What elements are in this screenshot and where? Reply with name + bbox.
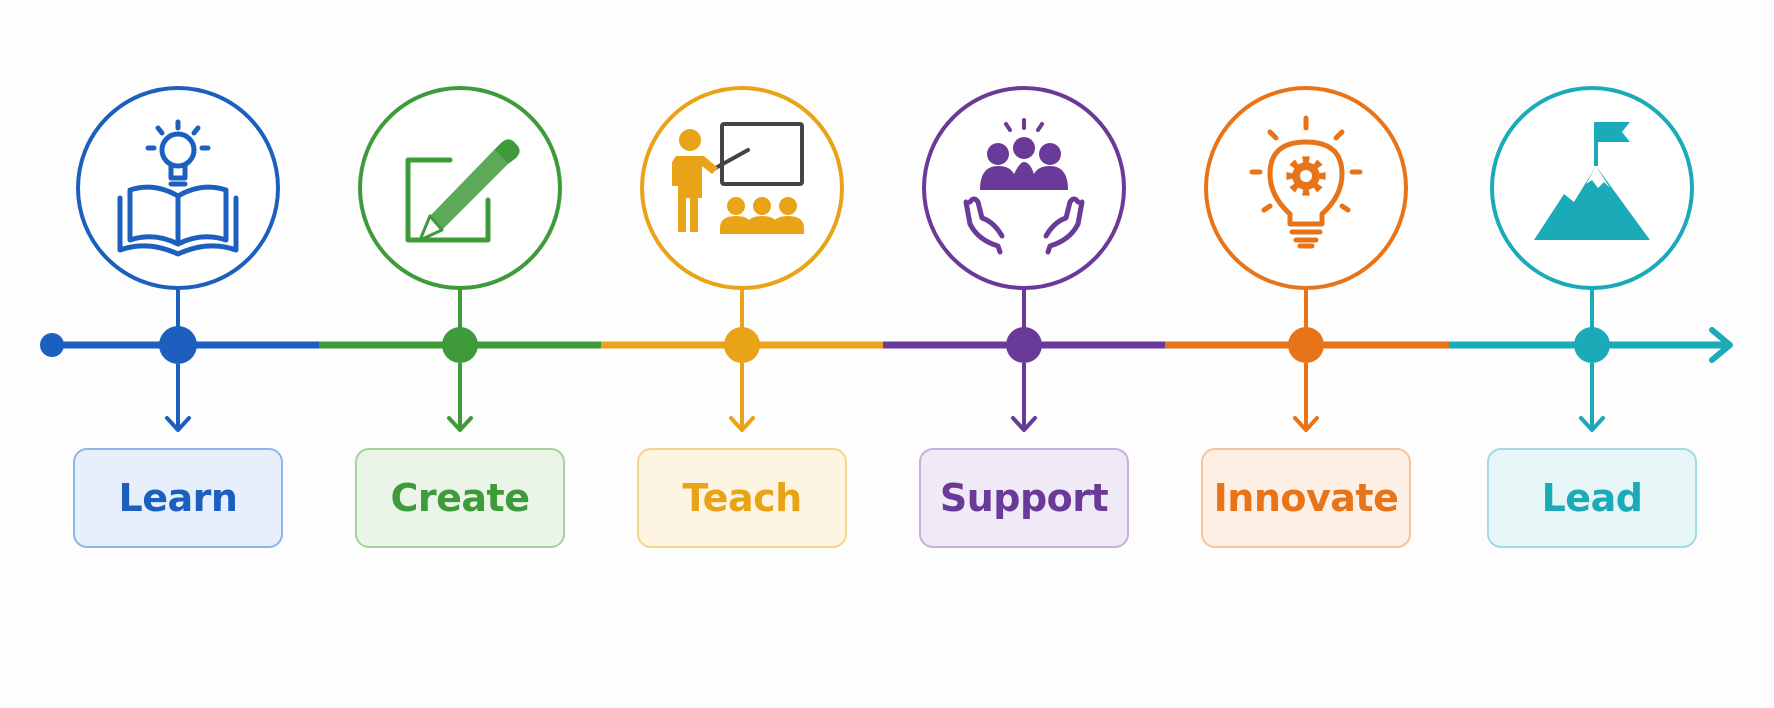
stage-create [358, 86, 562, 432]
teacher-class-icon [672, 122, 804, 234]
right-hand [1043, 196, 1085, 255]
teacher-head [679, 129, 701, 151]
arrow-head-learn [165, 416, 191, 432]
bulb-screw [1289, 229, 1323, 249]
timeline-node-learn [159, 326, 197, 364]
left-hand [963, 196, 1005, 255]
stage-label-create: Create [355, 448, 565, 548]
stage-circle-learn [76, 86, 280, 290]
flag [1596, 122, 1630, 142]
stage-teach [640, 86, 844, 432]
arrow-head-lead [1579, 416, 1605, 432]
gear-hole [1300, 170, 1312, 182]
student-head-2 [753, 197, 771, 215]
people-bodies [980, 162, 1068, 190]
stage-lead [1490, 86, 1694, 432]
arrow-head-create [447, 416, 473, 432]
whiteboard [720, 122, 804, 186]
student-head-3 [779, 197, 797, 215]
stage-learn [76, 86, 280, 432]
student-body-3 [772, 216, 804, 234]
timeline-node-teach [724, 327, 760, 363]
student-head-1 [727, 197, 745, 215]
arrow-head-innovate [1293, 416, 1319, 432]
pencil-edit-icon [405, 139, 520, 243]
bulb-base [168, 163, 188, 187]
person-head-2 [1013, 137, 1035, 159]
timeline-axis [40, 327, 1733, 363]
mountain-flag-icon [1534, 122, 1650, 240]
stage-support [922, 86, 1126, 432]
bulb-rays [1249, 115, 1363, 213]
person-head-1 [987, 143, 1009, 165]
stages-layer [76, 86, 1694, 432]
stage-circle-teach [640, 86, 844, 290]
stage-label-teach: Teach [637, 448, 847, 548]
bulb-outline [1267, 139, 1345, 227]
timeline-node-innovate [1288, 327, 1324, 363]
bulb-rays [145, 119, 211, 151]
person-head-3 [1039, 143, 1061, 165]
timeline-node-create [442, 327, 478, 363]
stage-innovate [1204, 86, 1408, 432]
book-pages [127, 184, 229, 247]
pencil-tip [418, 214, 444, 242]
timeline-node-lead [1574, 327, 1610, 363]
arrow-head-teach [729, 416, 755, 432]
lightbulb-gear-icon [1249, 115, 1363, 249]
book-lightbulb-icon [117, 119, 239, 257]
book-cover [117, 195, 239, 257]
student-body-1 [720, 216, 752, 234]
teacher-body [672, 156, 718, 232]
timeline-node-support [1006, 327, 1042, 363]
helping-hands-icon [963, 118, 1085, 255]
pointer-stick [710, 148, 750, 172]
pencil-cap [494, 139, 520, 164]
pencil-body [420, 150, 508, 240]
arrow-head-support [1011, 416, 1037, 432]
stage-label-innovate: Innovate [1201, 448, 1411, 548]
people-rays [1004, 118, 1044, 132]
mountain [1534, 166, 1650, 240]
timeline-arrow-head [1709, 327, 1733, 363]
bulb-globe [159, 131, 197, 169]
student-body-2 [746, 216, 778, 234]
stage-label-support: Support [919, 448, 1129, 548]
paper-frame [405, 157, 491, 243]
stage-label-lead: Lead [1487, 448, 1697, 548]
mountain-snow [1586, 166, 1610, 188]
stage-label-learn: Learn [73, 448, 283, 548]
